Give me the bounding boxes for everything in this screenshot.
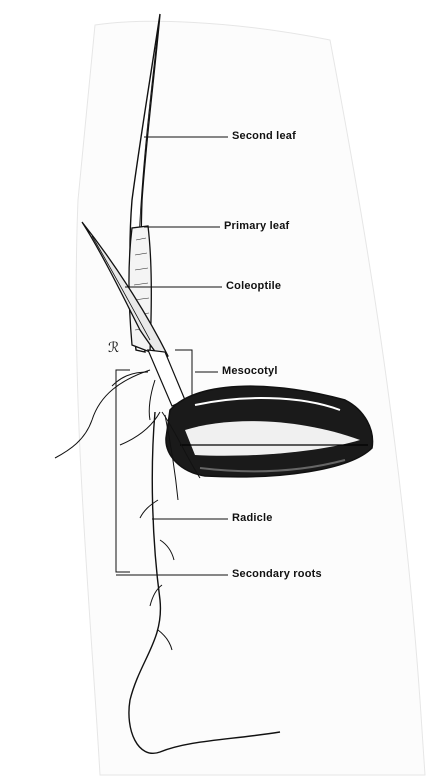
label-radicle: Radicle (232, 512, 273, 524)
artist-mark: ℛ (108, 341, 119, 356)
label-mesocotyl: Mesocotyl (222, 365, 278, 377)
label-secondary-roots: Secondary roots (232, 568, 322, 580)
grain (166, 386, 373, 477)
label-primary-leaf: Primary leaf (224, 220, 289, 232)
label-second-leaf: Second leaf (232, 130, 296, 142)
label-coleoptile: Coleoptile (226, 280, 281, 292)
